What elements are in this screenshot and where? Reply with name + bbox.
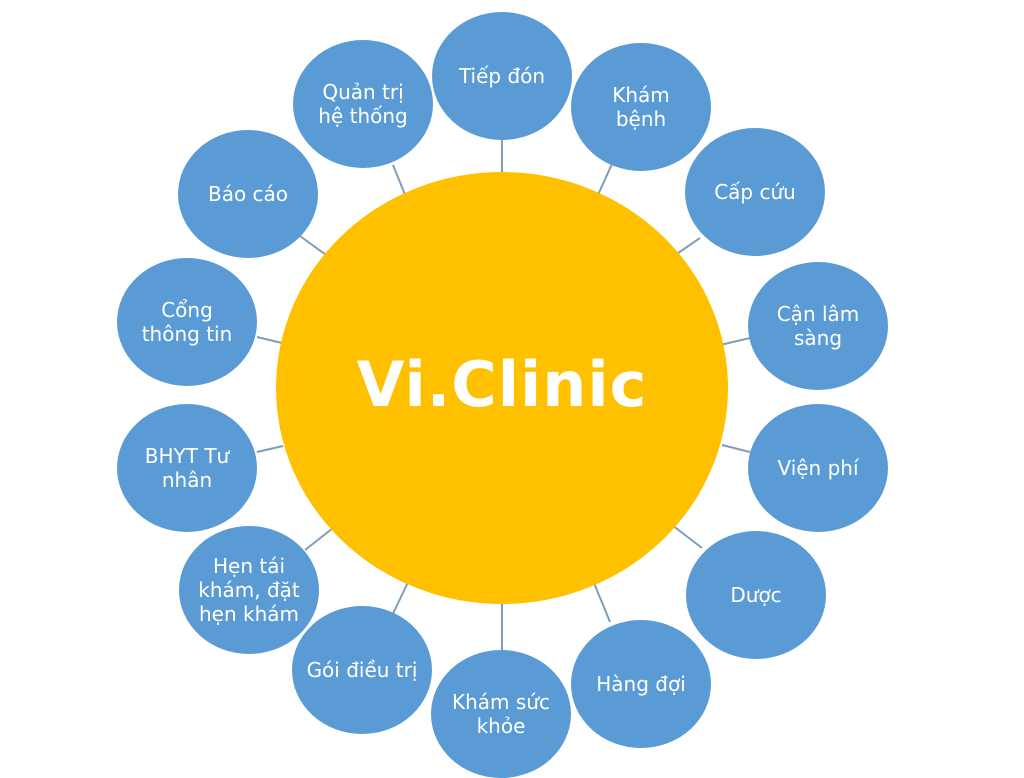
node-label: BHYT Tư nhân xyxy=(144,444,230,492)
node-goi-dieu-tri: Gói điều trị xyxy=(292,606,432,734)
center-title: Vi.Clinic xyxy=(356,347,648,421)
connector-line xyxy=(256,336,283,344)
node-hen-tai-kham: Hẹn tái khám, đặt hẹn khám xyxy=(179,526,319,654)
connector-line xyxy=(591,577,611,623)
node-cong-thong-tin: Cổng thông tin xyxy=(117,258,257,386)
node-hang-doi: Hàng đợi xyxy=(571,620,711,748)
node-label: Cận lâm sàng xyxy=(776,302,860,350)
node-label: Quản trị hệ thống xyxy=(318,80,408,128)
node-cap-cuu: Cấp cứu xyxy=(685,128,825,256)
node-label: Dược xyxy=(730,583,782,607)
node-label: Tiếp đón xyxy=(458,64,546,88)
node-vien-phi: Viện phí xyxy=(748,404,888,532)
node-label: Khám bệnh xyxy=(612,83,670,131)
node-label: Báo cáo xyxy=(207,182,289,206)
node-label: Hẹn tái khám, đặt hẹn khám xyxy=(198,554,300,626)
node-label: Khám sức khỏe xyxy=(452,690,550,738)
node-label: Cổng thông tin xyxy=(141,298,233,346)
node-kham-suc-khoe: Khám sức khỏe xyxy=(431,650,571,778)
node-duoc: Dược xyxy=(686,531,826,659)
connector-line xyxy=(671,524,703,549)
center-hub: Vi.Clinic xyxy=(276,172,728,604)
node-can-lam-sang: Cận lâm sàng xyxy=(748,262,888,390)
node-bhyt-tu-nhan: BHYT Tư nhân xyxy=(117,404,257,532)
connector-line xyxy=(721,444,751,453)
node-tiep-don: Tiếp đón xyxy=(432,12,572,140)
node-label: Cấp cứu xyxy=(714,180,796,204)
connector-line xyxy=(256,445,284,453)
node-quan-tri-he-thong: Quản trị hệ thống xyxy=(293,40,433,168)
node-label: Gói điều trị xyxy=(306,658,418,682)
connector-line xyxy=(719,337,751,346)
node-label: Hàng đợi xyxy=(596,672,686,696)
node-label: Viện phí xyxy=(777,456,859,480)
node-kham-benh: Khám bệnh xyxy=(571,43,711,171)
connector-line xyxy=(304,527,334,551)
node-bao-cao: Báo cáo xyxy=(178,130,318,258)
